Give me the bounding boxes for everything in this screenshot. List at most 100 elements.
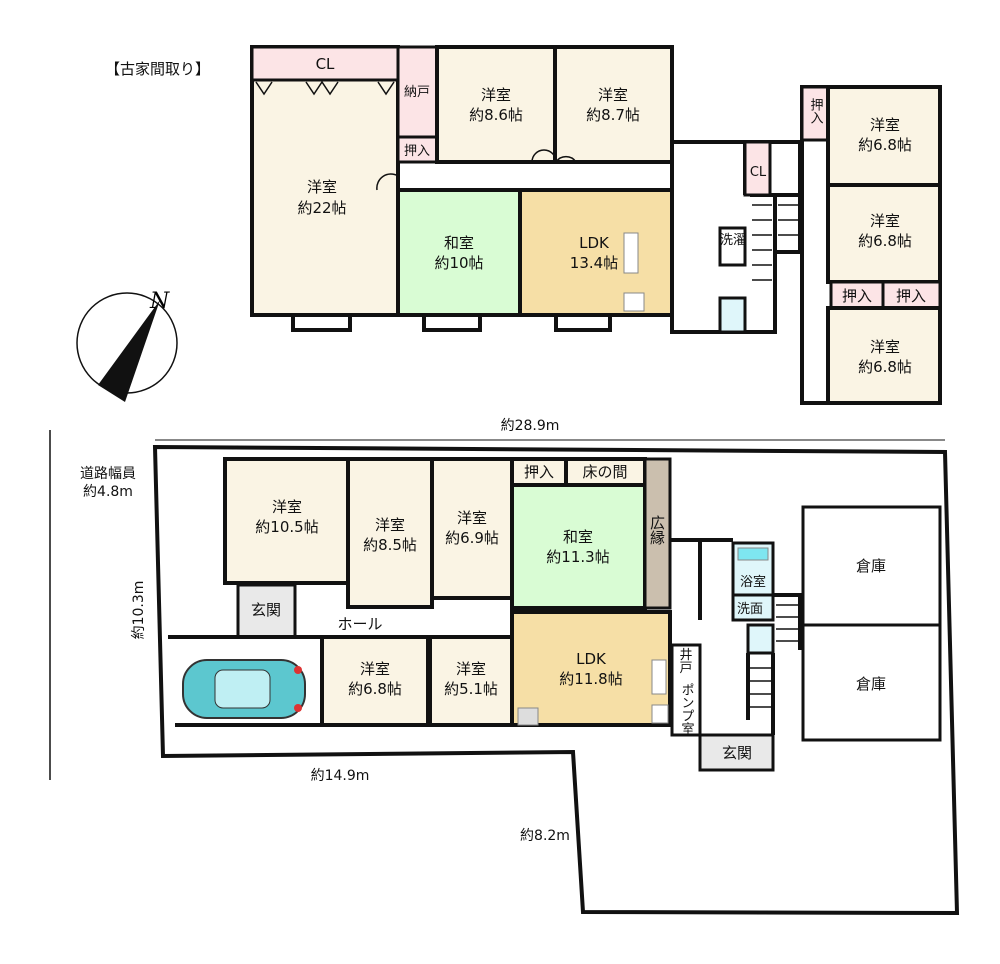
label-storage: 納戸 — [404, 85, 430, 100]
label-oshiire: 押入 — [896, 287, 926, 305]
road-width: 約4.8m — [83, 484, 133, 500]
walls — [168, 538, 733, 727]
room-western-5-1 — [428, 635, 514, 727]
room-engawa — [643, 457, 672, 610]
label-oshiire: 押入 — [842, 287, 872, 305]
label-bath: 浴室 — [740, 574, 766, 590]
label-engawa: 広縁 — [648, 515, 666, 545]
pillar — [517, 707, 539, 726]
label-room: 洋室 — [481, 86, 511, 104]
label-room: LDK — [576, 650, 607, 668]
room-western-6-8 — [826, 306, 942, 405]
label-entrance: 玄関 — [251, 601, 281, 619]
room-japanese-11-3 — [510, 483, 647, 610]
label-size: 約6.9帖 — [445, 529, 499, 547]
label-room: 洋室 — [870, 212, 900, 230]
label-oshiire: 押入 — [808, 98, 824, 124]
dim-left: 約10.3m — [131, 581, 147, 640]
sink-icon — [651, 659, 667, 695]
label-room: 和室 — [444, 234, 474, 252]
room-closet-2 — [743, 140, 772, 197]
label-well: 井 — [679, 648, 692, 663]
room-western-6-9 — [430, 457, 514, 600]
label-room: 洋室 — [360, 660, 390, 678]
label-room: LDK — [579, 234, 610, 252]
room-ldk-13-4 — [518, 188, 674, 317]
site-boundary — [152, 444, 960, 916]
room-warehouse — [801, 505, 942, 627]
label-closet: CL — [750, 165, 767, 180]
label-laundry: 洗濯 — [720, 233, 746, 248]
label-size: 約11.3帖 — [546, 548, 609, 566]
label-warehouse: 倉庫 — [856, 675, 886, 693]
dim-top: 約28.9m — [501, 418, 560, 434]
label-room: 洋室 — [870, 338, 900, 356]
label-size: 約11.8帖 — [559, 670, 622, 688]
car-icon — [182, 659, 306, 719]
page-title: 【古家間取り】 — [105, 60, 210, 78]
label-entrance: 玄関 — [722, 744, 752, 762]
room-closet — [250, 45, 400, 82]
room-western-10-5 — [223, 457, 350, 585]
old-house-plan: CL 納戸 押入 洋室 約8.6帖 洋室 約8.7帖 洋室 約22帖 和室 約1… — [250, 45, 802, 334]
label-size: 約6.8帖 — [858, 136, 912, 154]
room-laundry — [718, 226, 747, 267]
label-size: 約8.7帖 — [586, 106, 640, 124]
label-room: 洋室 — [307, 178, 337, 196]
label-room: 和室 — [563, 528, 593, 546]
room-washroom — [731, 593, 775, 622]
room-western-8-7 — [553, 45, 674, 164]
label-size: 約6.8帖 — [858, 232, 912, 250]
annex-plan: 押入 洋室 約6.8帖 洋室 約6.8帖 押入 押入 洋室 約6.8帖 — [800, 85, 942, 405]
label-size: 約10帖 — [434, 254, 483, 272]
room-western-6-8 — [826, 85, 942, 187]
label-warehouse: 倉庫 — [856, 557, 886, 575]
stove-icon — [623, 292, 645, 312]
dim-step: 約8.2m — [520, 828, 570, 844]
label-washroom: 洗面 — [737, 602, 763, 617]
room-western-8-5 — [346, 457, 434, 609]
room-storage — [396, 45, 439, 139]
room-ldk-11-8 — [510, 610, 672, 727]
label-hall: ホール — [337, 615, 382, 633]
label-size: 約6.8帖 — [858, 358, 912, 376]
room-western-8-6 — [435, 45, 557, 164]
label-size: 約6.8帖 — [348, 680, 402, 698]
door-swings — [376, 149, 577, 191]
label-oshiire: 押入 — [524, 463, 554, 481]
label-closet: CL — [316, 55, 335, 73]
room-toilet — [718, 296, 747, 334]
label-oshiire: 押入 — [404, 144, 430, 159]
folding-door — [255, 80, 395, 96]
stairs — [752, 204, 798, 281]
label-size: 約8.5帖 — [363, 536, 417, 554]
label-room: 洋室 — [598, 86, 628, 104]
room-toilet — [746, 623, 775, 655]
bathtub-icon — [737, 547, 769, 561]
site-plan: 約28.9m 約10.3m 約14.9m 約8.2m 道路幅員 約4.8m — [49, 418, 960, 916]
label-room: 洋室 — [870, 116, 900, 134]
label-room: 洋室 — [456, 660, 486, 678]
bay-windows — [291, 315, 612, 332]
sink-icon — [623, 232, 639, 274]
room-entrance-2 — [698, 733, 775, 772]
stairs — [750, 604, 798, 708]
label-well: 戸 — [679, 661, 692, 676]
label-room: 洋室 — [457, 509, 487, 527]
label-size: 13.4帖 — [570, 254, 618, 272]
road-label: 道路幅員 — [80, 466, 136, 482]
label-pump-room: ポンプ室 — [679, 683, 695, 735]
label-room: 洋室 — [272, 498, 302, 516]
label-size: 約22帖 — [297, 199, 346, 217]
room-well-pump — [670, 643, 702, 737]
room-japanese-10 — [396, 188, 522, 317]
room-western-22 — [250, 45, 400, 317]
compass-north-label: N — [149, 289, 170, 314]
room-western-6-8 — [320, 635, 430, 727]
label-size: 約8.6帖 — [469, 106, 523, 124]
dim-bottom: 約14.9m — [311, 768, 370, 784]
stair-walls — [746, 593, 802, 735]
compass-icon: N — [76, 289, 178, 402]
label-size: 約5.1帖 — [444, 680, 498, 698]
